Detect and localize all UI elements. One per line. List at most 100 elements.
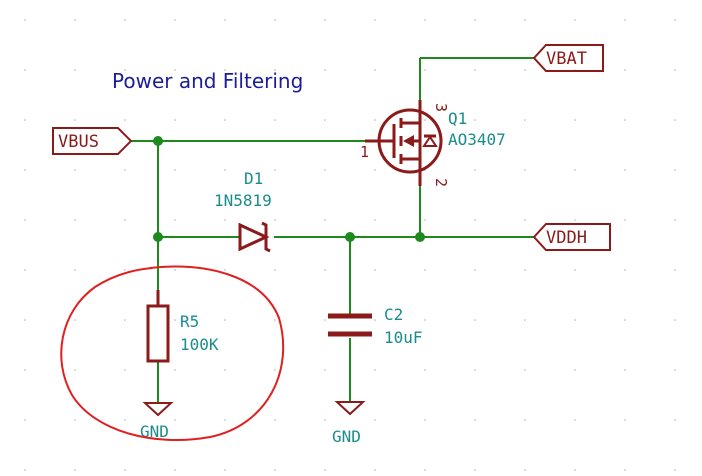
grid-dot	[424, 219, 426, 221]
gnd-symbol-r5[interactable]: GND	[140, 402, 174, 441]
grid-dot	[224, 469, 226, 471]
grid-dot	[174, 269, 176, 271]
grid-dot	[624, 469, 626, 471]
r5-value: 100K	[180, 335, 219, 354]
junction-dot	[345, 232, 355, 242]
grid-dot	[274, 19, 276, 21]
grid-dot	[524, 369, 526, 371]
q1-body-diode	[422, 135, 438, 147]
grid-dot	[624, 69, 626, 71]
wires	[130, 57, 534, 403]
grid-dot	[274, 169, 276, 171]
grid-dot	[74, 269, 76, 271]
grid-dot	[374, 369, 376, 371]
grid-dot	[674, 319, 676, 321]
gnd-label: GND	[332, 427, 361, 446]
r5-resistor[interactable]: R5 100K	[146, 290, 219, 363]
grid-dot	[624, 419, 626, 421]
grid-dot	[174, 169, 176, 171]
junction-dot	[415, 232, 425, 242]
grid-dot	[174, 419, 176, 421]
grid-dot	[324, 119, 326, 121]
c2-ref: C2	[384, 305, 403, 324]
grid-dot	[74, 369, 76, 371]
d1-triangle	[238, 222, 270, 252]
grid-dot	[424, 469, 426, 471]
c2-capacitor[interactable]: C2 10uF	[328, 305, 423, 347]
grid-dot	[674, 169, 676, 171]
net-label-text: VBAT	[546, 49, 587, 69]
r5-body	[146, 304, 170, 363]
grid-dot	[474, 319, 476, 321]
grid-dot	[274, 269, 276, 271]
grid-dot	[424, 269, 426, 271]
grid-dot	[374, 69, 376, 71]
grid-dot	[24, 19, 26, 21]
grid-dot	[124, 219, 126, 221]
grid-dot	[74, 219, 76, 221]
grid-dot	[624, 169, 626, 171]
q1-pin-gate: 1	[360, 143, 369, 161]
grid-dot	[524, 319, 526, 321]
net-label-flag	[532, 44, 604, 72]
grid-dot	[374, 169, 376, 171]
grid-dot	[224, 269, 226, 271]
gnd-symbol-c2[interactable]: GND	[332, 401, 366, 446]
grid-dot	[474, 69, 476, 71]
grid-dot	[174, 219, 176, 221]
grid-dot	[374, 319, 376, 321]
grid-dot	[124, 119, 126, 121]
grid-dot	[74, 469, 76, 471]
grid-dot	[324, 369, 326, 371]
grid-dot	[574, 169, 576, 171]
q1-channel-arrow	[403, 135, 414, 147]
grid-dot	[324, 269, 326, 271]
d1-diode[interactable]: D1 1N5819	[214, 169, 272, 253]
grid-dot	[424, 19, 426, 21]
grid-dot	[674, 269, 676, 271]
grid-dot	[424, 119, 426, 121]
grid-dot	[474, 469, 476, 471]
grid-dot	[474, 219, 476, 221]
grid-dot	[24, 269, 26, 271]
q1-pin-drain: 2	[432, 178, 450, 187]
grid-dot	[74, 119, 76, 121]
grid-dot	[474, 419, 476, 421]
grid-dot	[224, 319, 226, 321]
grid-dot	[424, 319, 426, 321]
net-label-vbat[interactable]: VBAT	[532, 44, 604, 72]
grid-dot	[374, 119, 376, 121]
grid-dot	[224, 369, 226, 371]
grid-dot	[274, 219, 276, 221]
d1-schottky-bar	[261, 221, 271, 253]
grid-dot	[224, 219, 226, 221]
grid-dot	[224, 169, 226, 171]
net-label-vbus[interactable]: VBUS	[52, 127, 133, 155]
grid-dot	[474, 369, 476, 371]
grid-dot	[324, 419, 326, 421]
grid-dot	[24, 469, 26, 471]
grid-dot	[24, 69, 26, 71]
net-label-vddh[interactable]: VDDH	[532, 223, 611, 251]
c2-value: 10uF	[384, 328, 423, 347]
grid-dot	[424, 69, 426, 71]
grid-dot	[324, 169, 326, 171]
grid-dot	[674, 219, 676, 221]
grid-dot	[124, 419, 126, 421]
junction-dot	[153, 232, 163, 242]
r5-ref: R5	[180, 312, 199, 331]
grid-dot	[574, 219, 576, 221]
grid-dot	[524, 219, 526, 221]
gnd-icon	[334, 401, 366, 416]
grid-dot	[124, 469, 126, 471]
grid-dot	[374, 469, 376, 471]
junctions	[153, 136, 425, 242]
grid-dot	[524, 269, 526, 271]
grid-dot	[124, 169, 126, 171]
q1-mosfet[interactable]: 1 3 2 Q1 AO3407	[360, 100, 506, 187]
grid-dot	[274, 119, 276, 121]
grid-dot	[374, 219, 376, 221]
grid-dot	[474, 119, 476, 121]
